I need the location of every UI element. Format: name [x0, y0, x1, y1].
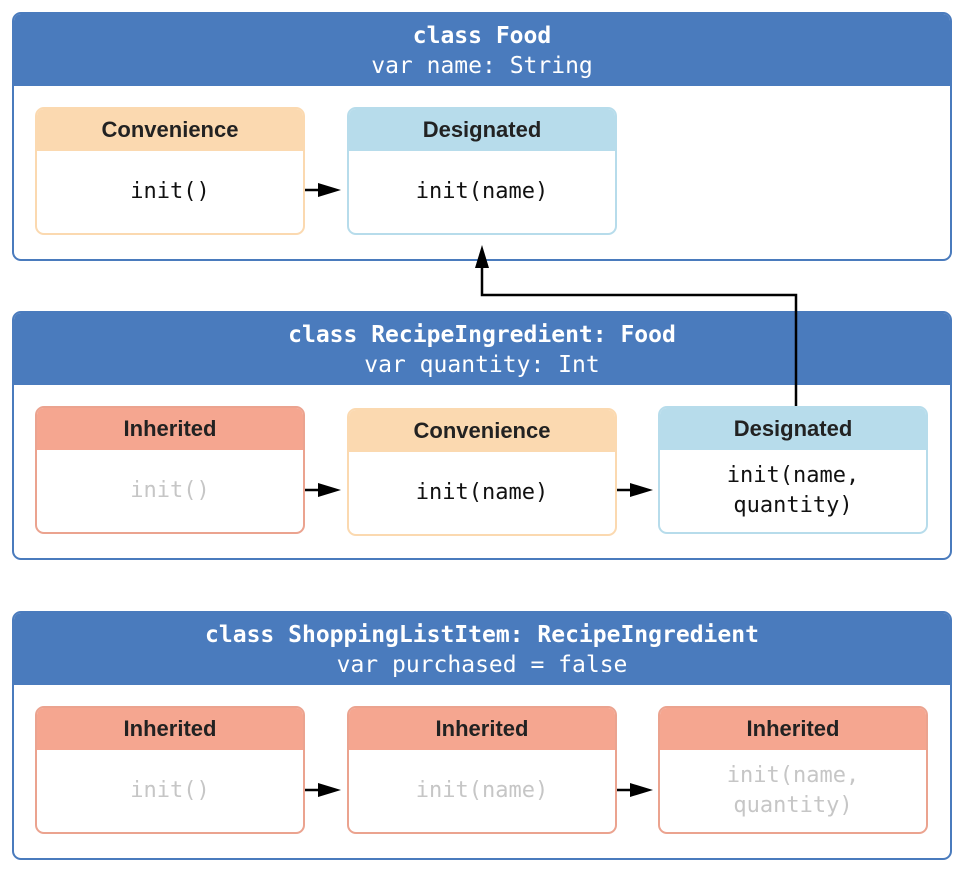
class-food-header: class Food var name: String: [14, 14, 950, 86]
initializer-signature: init(): [130, 179, 210, 204]
initializer-kind-label: Inherited: [37, 408, 303, 450]
class-recipe-ingredient-property: var quantity: Int: [364, 352, 600, 378]
initializer-kind-label: Inherited: [660, 708, 926, 750]
initializer-signature: init(name): [415, 778, 549, 803]
initializer-signature: init(name): [415, 480, 549, 505]
shopping-list-item-init-inherited-1: Inherited init(): [35, 706, 305, 834]
initializer-signature: init(name, quantity): [726, 463, 860, 518]
shopping-list-item-init-inherited-2: Inherited init(name): [347, 706, 617, 834]
initializer-kind-label: Inherited: [37, 708, 303, 750]
initializer-kind-label: Inherited: [349, 708, 615, 750]
initializer-kind-label: Designated: [660, 408, 926, 450]
initializer-kind-label: Convenience: [349, 410, 615, 452]
class-shopping-list-item-title: class ShoppingListItem: RecipeIngredient: [205, 622, 759, 648]
class-recipe-ingredient-title: class RecipeIngredient: Food: [288, 322, 676, 348]
initializer-signature: init(name): [415, 179, 549, 204]
recipe-ingredient-init-inherited: Inherited init(): [35, 406, 305, 534]
food-init-designated: Designated init(name): [347, 107, 617, 235]
recipe-ingredient-init-designated: Designated init(name, quantity): [658, 406, 928, 534]
recipe-ingredient-init-convenience: Convenience init(name): [347, 408, 617, 536]
class-shopping-list-item-property: var purchased = false: [336, 652, 628, 678]
class-food-title: class Food: [412, 23, 552, 49]
class-recipe-ingredient-header: class RecipeIngredient: Food var quantit…: [14, 313, 950, 385]
initializer-signature: init(): [130, 778, 210, 803]
class-food-property: var name: String: [371, 53, 593, 79]
food-init-convenience: Convenience init(): [35, 107, 305, 235]
initializer-signature: init(): [130, 478, 210, 503]
shopping-list-item-init-inherited-3: Inherited init(name, quantity): [658, 706, 928, 834]
initializer-kind-label: Designated: [349, 109, 615, 151]
initializer-kind-label: Convenience: [37, 109, 303, 151]
initializer-signature: init(name, quantity): [726, 763, 860, 818]
class-shopping-list-item-header: class ShoppingListItem: RecipeIngredient…: [14, 613, 950, 685]
